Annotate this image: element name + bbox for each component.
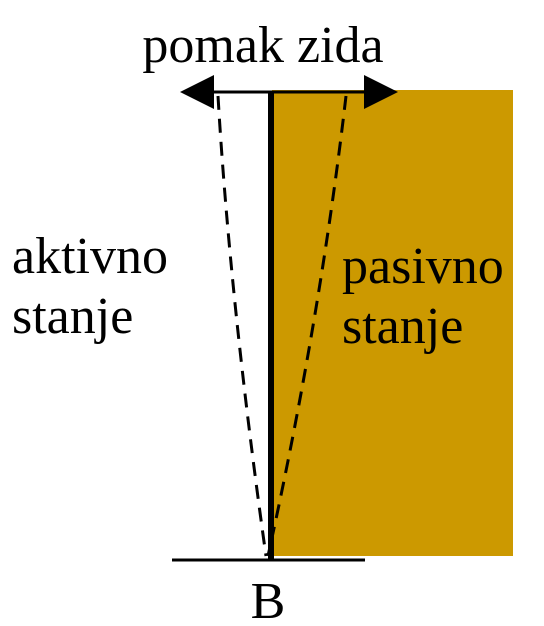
title-label: pomak zida: [142, 17, 383, 74]
arrow-right-icon: [364, 75, 398, 109]
passive-label-line2: stanje: [342, 298, 463, 355]
passive-label-line1: pasivno: [342, 238, 504, 295]
active-wall-dashed: [216, 95, 268, 557]
arrow-left-icon: [180, 75, 214, 109]
active-label-line1: aktivno: [12, 228, 168, 285]
soil-block: [272, 90, 513, 556]
passive-wall-dashed: [266, 95, 348, 557]
active-label-line2: stanje: [12, 288, 133, 345]
base-point-label: B: [251, 573, 286, 626]
